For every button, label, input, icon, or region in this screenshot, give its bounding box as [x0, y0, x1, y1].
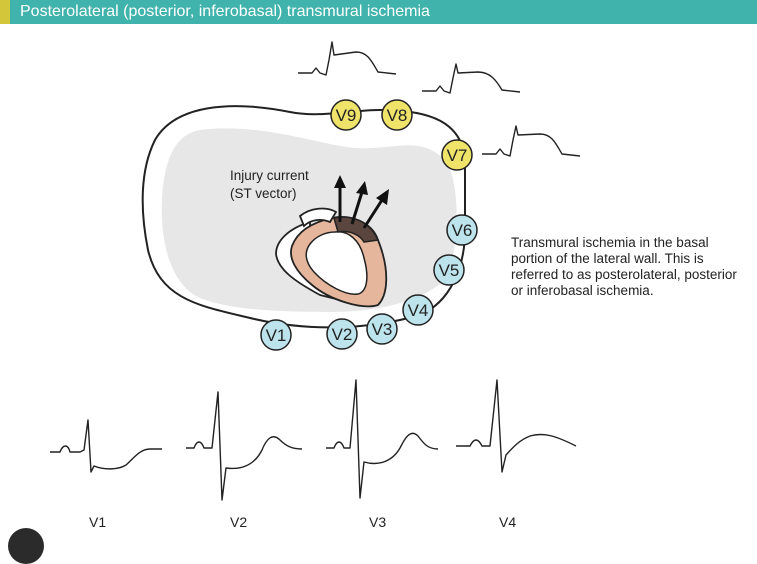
page-title: Posterolateral (posterior, inferobasal) … — [20, 3, 430, 20]
electrode-v3-label: V3 — [372, 320, 393, 339]
bottom-lead-label-v2: V2 — [230, 514, 248, 530]
electrode-v7: V7 — [441, 139, 473, 171]
posterior-traces — [298, 41, 581, 157]
ischemic-zone — [333, 216, 380, 243]
trace-bottom-v1 — [50, 419, 162, 473]
electrode-v5-label: V5 — [439, 261, 460, 280]
atria — [298, 207, 338, 228]
electrode-v8-label: V8 — [387, 106, 408, 125]
electrode-v8: V8 — [381, 99, 413, 131]
bottom-lead-label-v3: V3 — [369, 514, 387, 530]
bottom-lead-label-v4: V4 — [499, 514, 517, 530]
st-vector-arrows — [334, 175, 389, 229]
st-arrow-3 — [362, 199, 384, 229]
injury-current-label: Injury current — [230, 168, 309, 183]
trace-bottom-v4 — [456, 379, 577, 473]
electrode-v1-label: V1 — [266, 326, 287, 345]
st-vector-label: (ST vector) — [230, 186, 297, 201]
electrode-v1: V1 — [260, 319, 292, 351]
electrode-v7-label: V7 — [447, 146, 468, 165]
electrode-v3: V3 — [366, 313, 398, 345]
electrode-v4-label: V4 — [408, 301, 429, 320]
bottom-traces — [50, 379, 577, 501]
electrode-v2: V2 — [326, 318, 358, 350]
trace-bottom-v3 — [326, 379, 439, 499]
electrode-v6: V6 — [446, 214, 478, 246]
header-accent — [0, 0, 10, 24]
trace-bottom-v2 — [186, 391, 303, 501]
st-arrow-1-head — [334, 175, 346, 188]
left-ventricle-cavity — [305, 231, 368, 295]
heart — [275, 207, 388, 308]
electrode-v6-label: V6 — [452, 221, 473, 240]
st-arrow-2 — [350, 191, 364, 225]
corner-button[interactable] — [8, 528, 44, 564]
diagram-description: Transmural ischemia in the basal portion… — [511, 235, 737, 298]
electrode-v2-label: V2 — [332, 325, 353, 344]
st-arrow-3-head — [376, 189, 389, 205]
bottom-lead-label-v1: V1 — [89, 514, 107, 530]
trace-v9 — [298, 41, 397, 76]
electrode-v9: V9 — [330, 99, 362, 131]
electrode-v9-label: V9 — [336, 106, 357, 125]
st-arrow-2-head — [356, 181, 368, 195]
trace-v8 — [422, 63, 521, 94]
ecg-diagram: Injury current (ST vector) V9 V8 V7 V6 V… — [50, 41, 581, 501]
trace-v7 — [482, 125, 581, 157]
header-bar: Posterolateral (posterior, inferobasal) … — [0, 0, 757, 24]
electrode-v5: V5 — [433, 254, 465, 286]
electrode-v4: V4 — [402, 294, 434, 326]
